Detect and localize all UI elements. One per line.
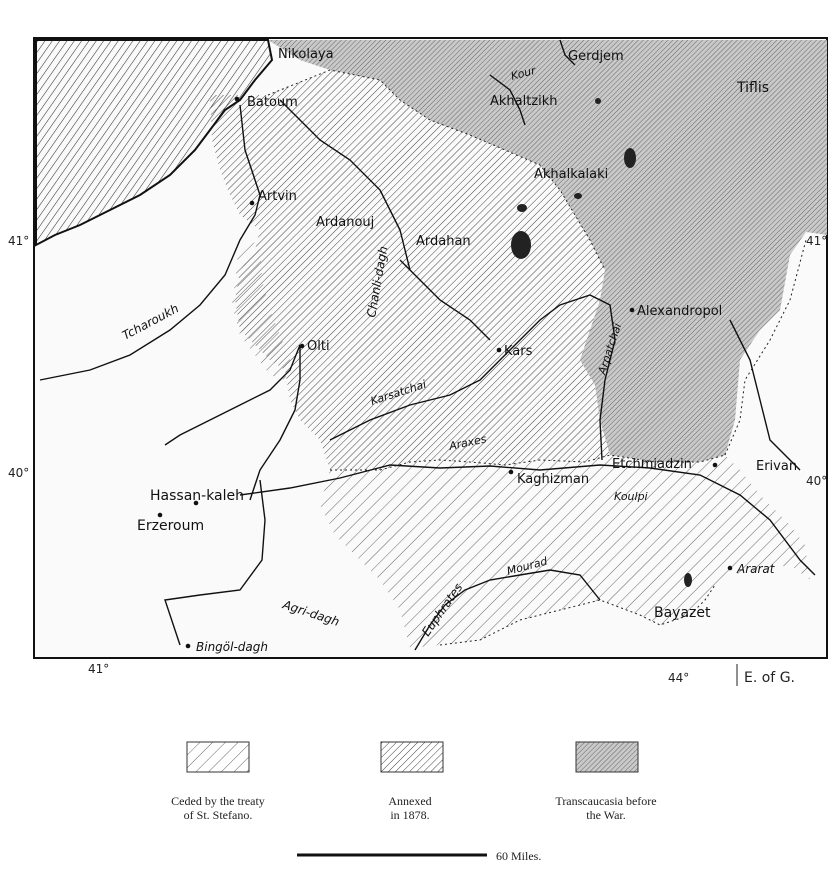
legend-label-transcaucasia-1: Transcaucasia before xyxy=(555,794,656,808)
label-hassan-kaleh: Hassan-kaleh xyxy=(150,488,244,504)
marker-batoum xyxy=(234,96,240,102)
lakes xyxy=(511,98,692,587)
legend-label-annexed-2: in 1878. xyxy=(390,808,429,822)
legend-label-ceded-1: Ceded by the treaty xyxy=(171,794,265,808)
legend-swatch-annexed xyxy=(380,741,444,773)
label-gerdjem: Gerdjem xyxy=(568,49,624,64)
coordinate-labels: 41° 41° 40° 40° 41° 44° E. of G. xyxy=(8,234,827,686)
label-tiflis: Tiflis xyxy=(736,80,769,96)
lat-41-right: 41° xyxy=(806,234,827,248)
legend-swatch-ceded xyxy=(186,741,250,773)
black-sea xyxy=(35,39,274,247)
label-olti: Olti xyxy=(307,339,330,354)
marker-olti xyxy=(299,343,305,349)
marker-bingol-dagh xyxy=(185,643,191,649)
scale-bar: 60 Miles. xyxy=(297,849,541,863)
region-transcaucasia xyxy=(268,40,827,462)
label-koulpi: Koulpi xyxy=(614,490,648,503)
label-batoum: Batoum xyxy=(247,95,298,110)
legend-swatch-transcaucasia xyxy=(575,741,639,773)
marker-hassan-kaleh xyxy=(193,500,199,506)
marker-erzeroum xyxy=(157,512,163,518)
lat-41-left: 41° xyxy=(8,234,29,248)
label-etchmiadzin: Etchmiadzin xyxy=(612,457,692,472)
scale-label: 60 Miles. xyxy=(496,849,541,863)
label-bingol-dagh: Bingöl-dagh xyxy=(196,640,268,654)
river-araxes xyxy=(239,464,816,576)
label-kaghizman: Kaghizman xyxy=(517,472,589,487)
legend-label-annexed-1: Annexed xyxy=(388,794,431,808)
marker-etchmiadzin xyxy=(712,462,718,468)
label-bayazet: Bayazet xyxy=(654,605,711,621)
label-akhaltzikh: Akhaltzikh xyxy=(490,94,558,109)
lon-41: 41° xyxy=(88,662,109,676)
label-ardahan: Ardahan xyxy=(416,234,471,249)
rivers xyxy=(39,39,816,651)
east-of-greenwich: E. of G. xyxy=(744,670,795,686)
legend: Ceded by the treaty of St. Stefano. Anne… xyxy=(171,741,657,822)
lon-44: 44° xyxy=(668,671,689,685)
label-ardanouj: Ardanouj xyxy=(316,215,374,230)
place-labels: Nikolaya Batoum Gerdjem Akhaltzikh Tifli… xyxy=(137,47,797,654)
marker-kars xyxy=(496,347,502,353)
place-markers xyxy=(157,96,733,649)
river-tcharoukh xyxy=(39,104,261,381)
boundaries xyxy=(267,69,807,646)
legend-label-ceded-2: of St. Stefano. xyxy=(184,808,253,822)
label-nikolaya: Nikolaya xyxy=(278,47,334,62)
label-kars: Kars xyxy=(504,344,533,359)
marker-kaghizman xyxy=(508,469,514,475)
label-ararat: Ararat xyxy=(736,562,776,576)
legend-label-transcaucasia-2: the War. xyxy=(586,808,625,822)
lat-40-right: 40° xyxy=(806,474,827,488)
label-artvin: Artvin xyxy=(258,189,297,204)
marker-alexandropol xyxy=(629,307,635,313)
lat-40-left: 40° xyxy=(8,466,29,480)
river-euphrates-mourad xyxy=(414,569,601,651)
label-alexandropol: Alexandropol xyxy=(637,304,722,319)
region-ceded-west xyxy=(232,240,290,380)
label-erivan: Erivan xyxy=(756,459,797,474)
marker-artvin xyxy=(249,200,255,206)
label-akhalkalaki: Akhalkalaki xyxy=(534,167,608,182)
region-ceded xyxy=(320,455,810,648)
marker-ararat xyxy=(727,565,733,571)
label-erzeroum: Erzeroum xyxy=(137,518,204,534)
river-karsatchai xyxy=(329,294,616,461)
